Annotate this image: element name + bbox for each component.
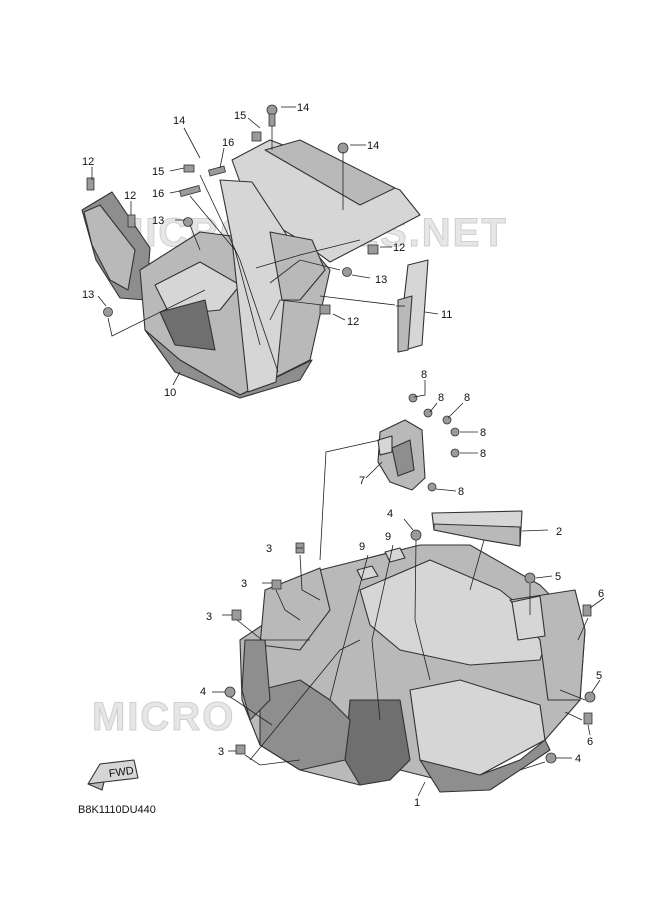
callout-8: 8 [480, 427, 486, 439]
callout-3: 3 [241, 578, 247, 590]
callout-14: 14 [297, 102, 309, 114]
callout-3: 3 [218, 746, 224, 758]
callout-7: 7 [359, 475, 365, 487]
callout-10: 10 [164, 387, 176, 399]
side-panel-part [397, 259, 429, 353]
callout-4: 4 [200, 686, 206, 698]
latch-leader-lines [319, 380, 478, 561]
callout-13: 13 [82, 289, 94, 301]
callout-14: 14 [367, 140, 379, 152]
watermark-bottom-left: MICRO [92, 695, 235, 739]
callout-12: 12 [393, 242, 405, 254]
callout-8: 8 [438, 392, 444, 404]
callout-4: 4 [387, 508, 393, 520]
callout-8: 8 [421, 369, 427, 381]
callout-4: 4 [575, 753, 581, 765]
callout-9: 9 [385, 531, 391, 543]
fwd-label: FWD [108, 765, 135, 780]
callout-13: 13 [152, 215, 164, 227]
callout-numbers: 14 15 14 14 16 15 16 12 12 13 12 13 12 1… [82, 102, 604, 809]
callout-16: 16 [222, 137, 234, 149]
callout-12: 12 [124, 190, 136, 202]
callout-16: 16 [152, 188, 164, 200]
upper-leader-lines [91, 106, 439, 386]
callout-2: 2 [556, 526, 562, 538]
callout-8: 8 [464, 392, 470, 404]
diagram-code: B8K1110DU440 [78, 804, 156, 816]
callout-8: 8 [458, 486, 464, 498]
lower-leader-lines [212, 518, 605, 797]
callout-9: 9 [359, 541, 365, 553]
callout-15: 15 [234, 110, 246, 122]
lower-floor-panel [239, 544, 586, 793]
callout-15: 15 [152, 166, 164, 178]
upper-fasteners [86, 104, 379, 317]
callout-8: 8 [480, 448, 486, 460]
callout-3: 3 [266, 543, 272, 555]
floor-mat-part [431, 510, 523, 547]
latch-assembly [377, 393, 460, 492]
callout-6: 6 [587, 736, 593, 748]
callout-3: 3 [206, 611, 212, 623]
callout-12: 12 [347, 316, 359, 328]
callout-11: 11 [441, 309, 452, 321]
callout-6: 6 [598, 588, 604, 600]
callout-5: 5 [596, 670, 602, 682]
callout-12: 12 [82, 156, 94, 168]
lower-fasteners [224, 529, 596, 764]
callout-5: 5 [555, 571, 561, 583]
callout-13: 13 [375, 274, 387, 286]
callout-1: 1 [414, 797, 420, 809]
callout-14: 14 [173, 115, 185, 127]
fwd-arrow-icon: FWD [87, 759, 139, 791]
upper-storage-tray [81, 139, 421, 399]
